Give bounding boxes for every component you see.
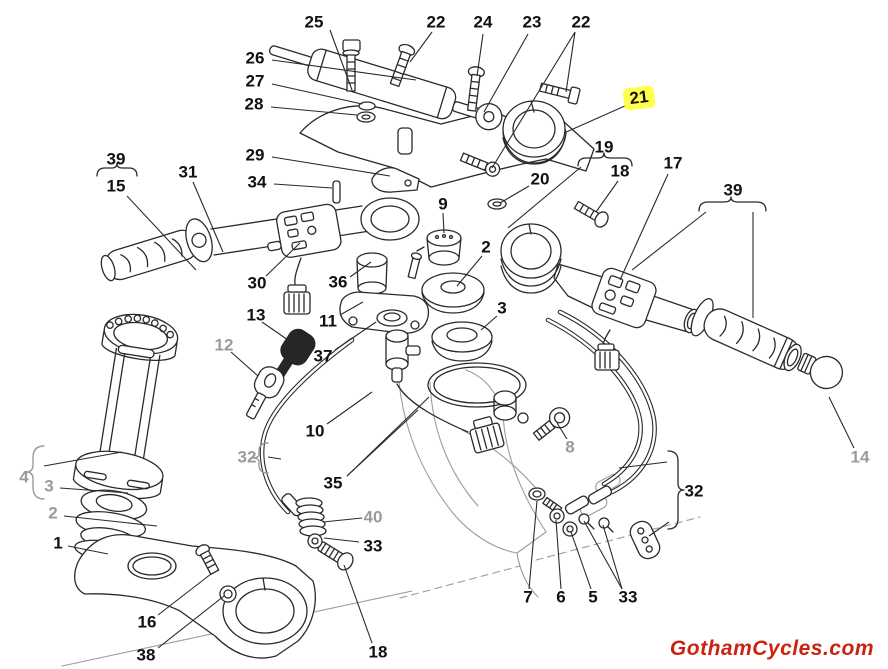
- callout-37: 37: [313, 346, 333, 366]
- callout-30: 30: [247, 273, 267, 293]
- grouping-braces: [25, 152, 767, 530]
- callout-6: 6: [556, 587, 566, 607]
- callout-33: 33: [363, 536, 383, 556]
- callout-19: 19: [594, 137, 614, 157]
- callout-32: 32: [237, 447, 257, 467]
- bottom-yoke: [74, 534, 316, 659]
- callout-32: 32: [684, 481, 704, 501]
- screw-18-bottom: [317, 541, 354, 571]
- right-switch-wire: [594, 329, 620, 371]
- callout-15: 15: [106, 176, 126, 196]
- callout-1: 1: [53, 533, 63, 553]
- callout-14: 14: [850, 447, 870, 467]
- ignition-wire: [396, 383, 505, 454]
- callout-39: 39: [723, 180, 743, 200]
- callout-31: 31: [178, 162, 198, 182]
- callout-40: 40: [363, 507, 383, 527]
- callout-5: 5: [588, 587, 598, 607]
- callout-23: 23: [522, 12, 542, 32]
- callout-35: 35: [323, 473, 343, 493]
- callout-29: 29: [245, 145, 265, 165]
- bar-end-weight: [797, 352, 844, 390]
- small-parts-row: [528, 487, 661, 560]
- left-grip: [100, 218, 213, 282]
- callout-17: 17: [663, 153, 683, 173]
- callout-16: 16: [137, 612, 157, 632]
- screw-24: [466, 66, 485, 112]
- callout-13: 13: [246, 305, 266, 325]
- ignition-switch: [339, 252, 430, 383]
- top-triple-clamp: [299, 100, 595, 204]
- center-stack: [416, 198, 529, 424]
- watermark: GothamCycles.com: [669, 637, 874, 660]
- callout-27: 27: [245, 71, 265, 91]
- bolt-8: [532, 407, 571, 441]
- callout-9: 9: [438, 194, 448, 214]
- callout-18: 18: [610, 161, 630, 181]
- callout-36: 36: [328, 272, 348, 292]
- callout-3: 3: [497, 298, 507, 318]
- cable-nut: [307, 533, 323, 549]
- right-switch-assembly: [591, 267, 657, 329]
- throttle-grip: [690, 297, 802, 372]
- callout-25: 25: [304, 12, 324, 32]
- callout-22: 22: [426, 12, 446, 32]
- callout-22: 22: [571, 12, 591, 32]
- key-white: [246, 366, 285, 420]
- top-fasteners: [342, 39, 609, 228]
- callout-34: 34: [247, 172, 267, 192]
- screw-22b: [538, 82, 581, 105]
- left-switch-wire: [283, 257, 311, 315]
- callout-4: 4: [19, 467, 29, 487]
- steering-damper: [269, 45, 503, 131]
- callout-18: 18: [368, 642, 388, 662]
- spring: [295, 497, 327, 537]
- callout-33: 33: [618, 587, 638, 607]
- callout-7: 7: [523, 587, 533, 607]
- screw-22c: [459, 152, 501, 177]
- callout-8: 8: [565, 437, 575, 457]
- callout-26: 26: [245, 48, 265, 68]
- callout-20: 20: [530, 169, 550, 189]
- callout-2: 2: [481, 237, 491, 257]
- screw-18-right: [573, 200, 609, 228]
- callout-10: 10: [305, 421, 325, 441]
- callout-39: 39: [106, 149, 126, 169]
- callout-38: 38: [136, 645, 156, 665]
- left-switch-assembly: [267, 203, 342, 258]
- callout-3: 3: [44, 476, 54, 496]
- callout-12: 12: [214, 335, 234, 355]
- callout-24: 24: [473, 12, 493, 32]
- bolt-25: [342, 39, 361, 92]
- callout-2: 2: [48, 503, 58, 523]
- callout-11: 11: [319, 311, 337, 331]
- callout-28: 28: [244, 94, 264, 114]
- callout-21: 21: [622, 85, 656, 111]
- throttle-cables: [545, 309, 657, 515]
